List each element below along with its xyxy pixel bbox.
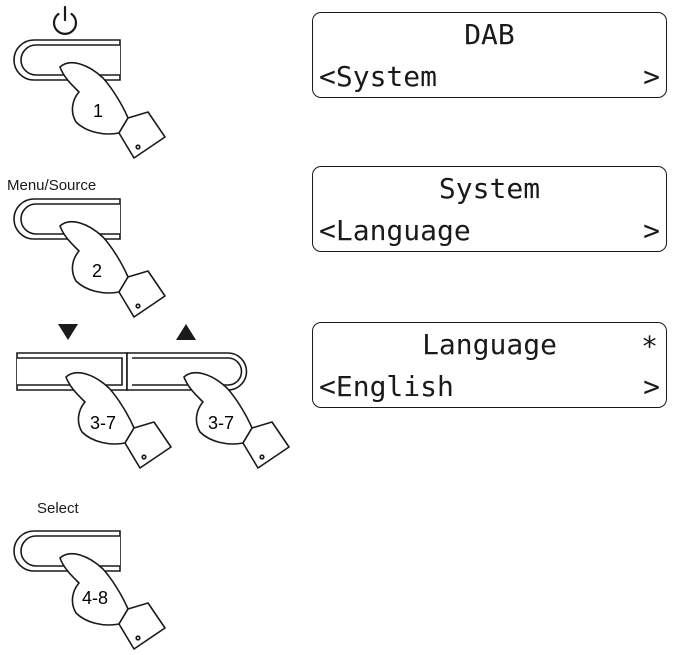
button-step-label: 3-7 bbox=[208, 413, 234, 433]
lcd-line-1: Language bbox=[422, 328, 557, 361]
button-step-label: 3-7 bbox=[90, 413, 116, 433]
lcd-display-language: Language * <English > bbox=[312, 322, 667, 408]
lcd-right-arrow: > bbox=[643, 214, 660, 247]
lcd-line-2: <English bbox=[319, 370, 454, 403]
button-step-label: 2 bbox=[92, 261, 102, 281]
lcd-line-2: <Language bbox=[319, 214, 471, 247]
pressing-hand bbox=[59, 553, 166, 650]
lcd-display-dab: DAB <System > bbox=[312, 12, 667, 98]
button-step-label: 1 bbox=[93, 101, 103, 121]
pressing-hand bbox=[59, 221, 166, 318]
power-icon bbox=[52, 5, 78, 35]
lcd-line-1: DAB bbox=[464, 18, 515, 51]
lcd-right-arrow: > bbox=[643, 60, 660, 93]
select-caption: Select bbox=[37, 500, 79, 517]
pressing-hand bbox=[183, 372, 290, 469]
up-arrow-icon bbox=[176, 324, 196, 340]
pressing-hand bbox=[59, 62, 166, 159]
lcd-right-arrow: > bbox=[643, 370, 660, 403]
lcd-line-1: System bbox=[438, 172, 541, 205]
pressing-hand bbox=[65, 372, 172, 469]
menu-source-button[interactable] bbox=[13, 198, 121, 240]
lcd-display-system: System <Language > bbox=[312, 166, 667, 252]
button-step-label: 4-8 bbox=[82, 588, 108, 608]
menu-source-caption: Menu/Source bbox=[7, 177, 97, 194]
lcd-selected-star: * bbox=[641, 330, 658, 363]
lcd-line-2: <System bbox=[319, 60, 438, 93]
down-arrow-icon bbox=[58, 324, 78, 340]
